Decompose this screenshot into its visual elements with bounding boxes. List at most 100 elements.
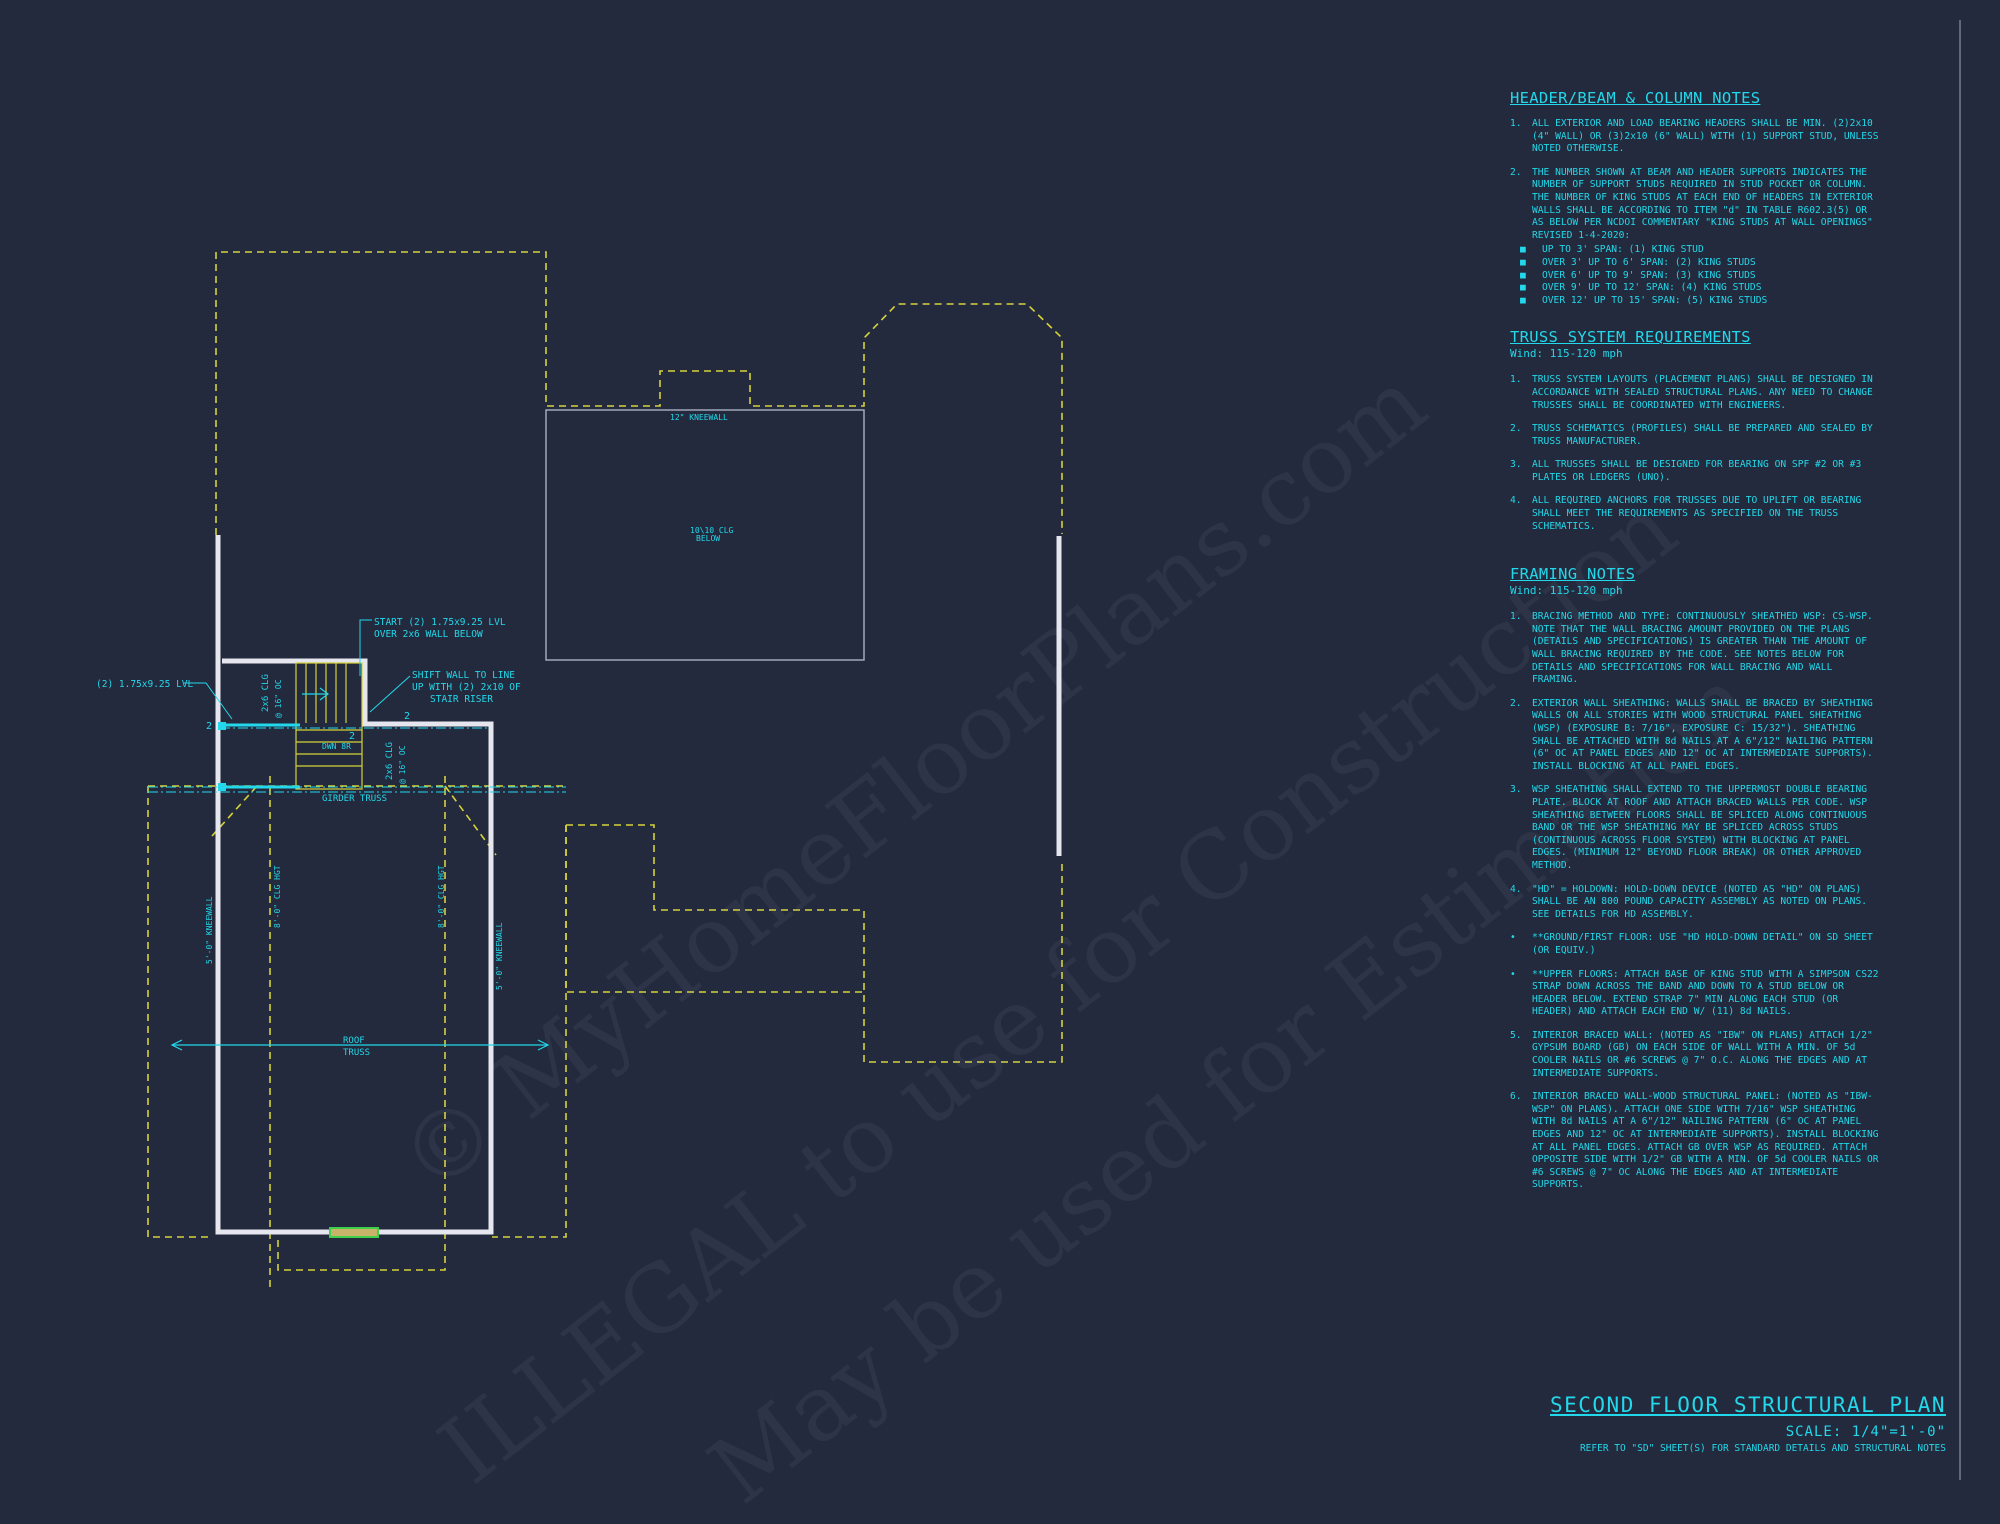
header-beam-notes: HEADER/BEAM & COLUMN NOTES 1. ALL EXTERIO… bbox=[1510, 88, 1890, 307]
note-text: WSP SHEATHING SHALL EXTEND TO THE UPPERM… bbox=[1532, 784, 1868, 871]
note-number: 1. bbox=[1510, 118, 1522, 129]
label-over-wall: OVER 2x6 WALL BELOW bbox=[374, 629, 483, 640]
note-text: TRUSS SCHEMATICS (PROFILES) SHALL BE PRE… bbox=[1532, 423, 1873, 447]
note-item: 4. "HD" = HOLDOWN: HOLD-DOWN DEVICE (NOTE… bbox=[1510, 884, 1890, 922]
label-truss: TRUSS bbox=[343, 1048, 370, 1058]
note-text: EXTERIOR WALL SHEATHING: WALLS SHALL BE … bbox=[1532, 697, 1873, 772]
label-clg-joist-2b: @ 16" OC bbox=[398, 745, 407, 784]
note-number: 6. bbox=[1510, 1091, 1522, 1103]
note-number: 2. bbox=[1510, 697, 1522, 709]
note-text: OVER 9' UP TO 12' SPAN: (4) KING STUDS bbox=[1542, 282, 1762, 294]
label-roof: ROOF bbox=[343, 1036, 365, 1046]
note-item: • **GROUND/FIRST FLOOR: USE "HD HOLD-DOWN… bbox=[1510, 932, 1890, 957]
note-text: OVER 12' UP TO 15' SPAN: (5) KING STUDS bbox=[1542, 294, 1768, 306]
room-outline-upper bbox=[545, 409, 865, 661]
general-notes: HEADER/BEAM & COLUMN NOTES 1. ALL EXTERIO… bbox=[1510, 88, 1890, 1203]
note-number: • bbox=[1510, 968, 1516, 980]
note-item: 2. THE NUMBER SHOWN AT BEAM AND HEADER SU… bbox=[1510, 167, 1890, 243]
label-clg-hgt-left: 8'-0" CLG HGT bbox=[273, 865, 282, 928]
label-girder-truss: GIRDER TRUSS bbox=[322, 794, 387, 804]
roof-outline-dashed bbox=[147, 251, 1063, 1290]
note-number: 3. bbox=[1510, 459, 1522, 471]
note-number: ■ bbox=[1520, 244, 1526, 256]
note-number: 5. bbox=[1510, 1029, 1522, 1041]
label-kneewall-12: 12" KNEEWALL bbox=[670, 413, 728, 422]
framing-notes-wind: Wind: 115-120 mph bbox=[1510, 584, 1623, 598]
label-clg-below: BELOW bbox=[696, 534, 720, 543]
truss-notes-title: TRUSS SYSTEM REQUIREMENTS bbox=[1510, 328, 1751, 347]
note-text: UP TO 3' SPAN: (1) KING STUD bbox=[1542, 244, 1704, 256]
framing-notes-title: FRAMING NOTES bbox=[1510, 565, 1636, 584]
note-number: 3. bbox=[1510, 784, 1522, 796]
note-number: 1. bbox=[1510, 611, 1522, 623]
note-item: 2. EXTERIOR WALL SHEATHING: WALLS SHALL B… bbox=[1510, 698, 1890, 774]
note-item: ■ OVER 12' UP TO 15' SPAN: (5) KING STUDS bbox=[1510, 295, 1890, 308]
note-number: ■ bbox=[1520, 256, 1526, 268]
note-item: • **UPPER FLOORS: ATTACH BASE OF KING STU… bbox=[1510, 969, 1890, 1019]
note-number: 4. bbox=[1510, 883, 1522, 895]
window-marker bbox=[329, 1227, 379, 1238]
note-number: 1. bbox=[1510, 374, 1522, 386]
note-text: **GROUND/FIRST FLOOR: USE "HD HOLD-DOWN … bbox=[1532, 932, 1873, 956]
note-item: 2. TRUSS SCHEMATICS (PROFILES) SHALL BE P… bbox=[1510, 423, 1890, 448]
roof-truss-arrow bbox=[170, 1039, 550, 1051]
note-text: ALL EXTERIOR AND LOAD BEARING HEADERS SH… bbox=[1532, 118, 1879, 155]
note-item: 1. ALL EXTERIOR AND LOAD BEARING HEADERS … bbox=[1510, 118, 1890, 156]
note-item: ■ OVER 9' UP TO 12' SPAN: (4) KING STUDS bbox=[1510, 282, 1890, 295]
note-item: ■ UP TO 3' SPAN: (1) KING STUD bbox=[1510, 244, 1890, 257]
label-clg-joist-2: 2x6 CLG bbox=[385, 742, 395, 780]
framing-notes: FRAMING NOTES Wind: 115-120 mph 1. BRACIN… bbox=[1510, 564, 1890, 1192]
label-shift-wall: SHIFT WALL TO LINE bbox=[412, 670, 515, 681]
note-item: 3. ALL TRUSSES SHALL BE DESIGNED FOR BEAR… bbox=[1510, 459, 1890, 484]
note-number: ■ bbox=[1520, 294, 1526, 306]
note-text: OVER 6' UP TO 9' SPAN: (3) KING STUDS bbox=[1542, 269, 1756, 281]
note-text: INTERIOR BRACED WALL-WOOD STRUCTURAL PAN… bbox=[1532, 1091, 1879, 1191]
label-kneewall-left: 5'-0" KNEEWALL bbox=[205, 896, 214, 964]
note-number: 2. bbox=[1510, 423, 1522, 435]
note-item: 4. ALL REQUIRED ANCHORS FOR TRUSSES DUE T… bbox=[1510, 495, 1890, 533]
girder-lines bbox=[148, 727, 566, 793]
note-item: 3. WSP SHEATHING SHALL EXTEND TO THE UPPE… bbox=[1510, 784, 1890, 872]
header-notes-title: HEADER/BEAM & COLUMN NOTES bbox=[1510, 89, 1761, 107]
label-leaders bbox=[184, 619, 411, 720]
sheet-scale: SCALE: 1/4"=1'-0" bbox=[1785, 1424, 1946, 1440]
label-clg-joist-1: 2x6 CLG bbox=[261, 674, 271, 712]
note-text: THE NUMBER SHOWN AT BEAM AND HEADER SUPP… bbox=[1532, 166, 1873, 241]
label-kneewall-right: 5'-0" KNEEWALL bbox=[495, 922, 504, 990]
note-number: ■ bbox=[1520, 282, 1526, 294]
column-marker bbox=[218, 722, 226, 730]
label-dn: DWN 8R bbox=[322, 742, 351, 751]
note-item: ■OVER 3' UP TO 6' SPAN: (2) KING STUDS bbox=[1510, 257, 1890, 270]
note-text: ALL TRUSSES SHALL BE DESIGNED FOR BEARIN… bbox=[1532, 459, 1862, 483]
sheet-title: SECOND FLOOR STRUCTURAL PLAN bbox=[1549, 1393, 1946, 1417]
note-text: BRACING METHOD AND TYPE: CONTINUOUSLY SH… bbox=[1532, 611, 1873, 686]
label-stair-riser: STAIR RISER bbox=[430, 694, 493, 705]
note-text: INTERIOR BRACED WALL: (NOTED AS "IBW" ON… bbox=[1532, 1029, 1873, 1079]
tag-2a: 2 bbox=[206, 721, 212, 732]
note-number: ■ bbox=[1520, 269, 1526, 281]
note-text: **UPPER FLOORS: ATTACH BASE OF KING STUD… bbox=[1532, 968, 1879, 1018]
note-item: 5. INTERIOR BRACED WALL: (NOTED AS "IBW" … bbox=[1510, 1030, 1890, 1080]
beams bbox=[220, 723, 300, 789]
label-start-lvl: START (2) 1.75x9.25 LVL bbox=[374, 617, 506, 628]
tag-2c: 2 bbox=[349, 731, 355, 742]
note-text: TRUSS SYSTEM LAYOUTS (PLACEMENT PLANS) S… bbox=[1532, 374, 1873, 411]
walls bbox=[215, 535, 1062, 1235]
note-item: 6. INTERIOR BRACED WALL-WOOD STRUCTURAL P… bbox=[1510, 1091, 1890, 1192]
label-lvl-left: (2) 1.75x9.25 LVL bbox=[96, 679, 194, 690]
note-item: ■ OVER 6' UP TO 9' SPAN: (3) KING STUDS bbox=[1510, 270, 1890, 283]
note-number: • bbox=[1510, 932, 1516, 944]
note-text: ALL REQUIRED ANCHORS FOR TRUSSES DUE TO … bbox=[1532, 495, 1862, 532]
stair-treads bbox=[295, 662, 363, 790]
note-number: 4. bbox=[1510, 495, 1522, 507]
note-number: 2. bbox=[1510, 166, 1522, 178]
note-text: "HD" = HOLDOWN: HOLD-DOWN DEVICE (NOTED … bbox=[1532, 883, 1868, 920]
title-block: SECOND FLOOR STRUCTURAL PLAN SCALE: 1/4"… bbox=[1550, 1392, 1946, 1455]
sheet-reference-note: REFER TO "SD" SHEET(S) FOR STANDARD DETA… bbox=[1579, 1443, 1946, 1454]
label-shift-wall-2: UP WITH (2) 2x10 OF bbox=[412, 682, 521, 693]
note-item: 1. BRACING METHOD AND TYPE: CONTINUOUSLY … bbox=[1510, 611, 1890, 687]
label-clg-joist-1b: @ 16" OC bbox=[274, 679, 283, 718]
label-clg-1010: 10\10 CLG bbox=[690, 526, 734, 535]
tag-2b: 2 bbox=[404, 711, 410, 722]
